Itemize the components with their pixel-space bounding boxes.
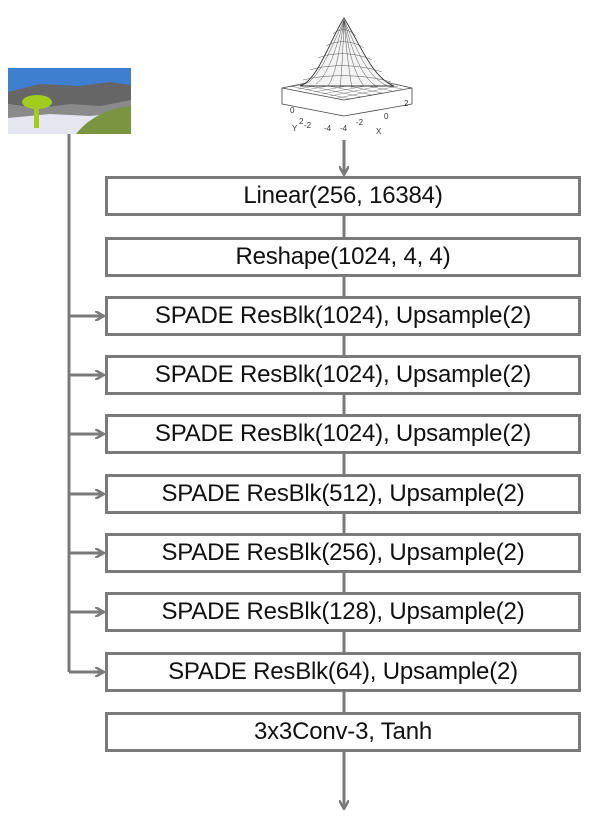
spade-resblk-block: SPADE ResBlk(512), Upsample(2) bbox=[105, 474, 581, 514]
spade-resblk-block: SPADE ResBlk(1024), Upsample(2) bbox=[105, 296, 581, 336]
plot-tick-label: -2 bbox=[304, 121, 312, 130]
reshape-block: Reshape(1024, 4, 4) bbox=[105, 237, 581, 277]
spade-resblk-block: SPADE ResBlk(256), Upsample(2) bbox=[105, 533, 581, 573]
linear-layer-block: Linear(256, 16384) bbox=[105, 176, 581, 216]
conv-tanh-output-block: 3x3Conv-3, Tanh bbox=[105, 712, 581, 752]
spade-resblk-block: SPADE ResBlk(1024), Upsample(2) bbox=[105, 355, 581, 395]
plot-tick-label: 0 bbox=[384, 112, 389, 121]
plot-tick-label: -4 bbox=[340, 124, 348, 133]
spade-resblk-block: SPADE ResBlk(64), Upsample(2) bbox=[105, 652, 581, 692]
spade-resblk-block: SPADE ResBlk(128), Upsample(2) bbox=[105, 592, 581, 632]
plot-tick-label: 0 bbox=[290, 106, 295, 115]
noise-gaussian-surface-plot: 0 2 -2 -4 -2 0 2 -4 Y X bbox=[281, 17, 413, 136]
plot-tick-label: -4 bbox=[324, 124, 332, 133]
plot-tick-label: -2 bbox=[356, 118, 364, 127]
spade-resblk-block: SPADE ResBlk(1024), Upsample(2) bbox=[105, 414, 581, 454]
plot-tick-label: 2 bbox=[404, 99, 409, 108]
plot-axis-x-label: X bbox=[376, 127, 382, 136]
segmentation-map-image bbox=[8, 68, 131, 134]
plot-axis-y-label: Y bbox=[292, 124, 298, 133]
plot-tick-label: 2 bbox=[299, 117, 304, 126]
